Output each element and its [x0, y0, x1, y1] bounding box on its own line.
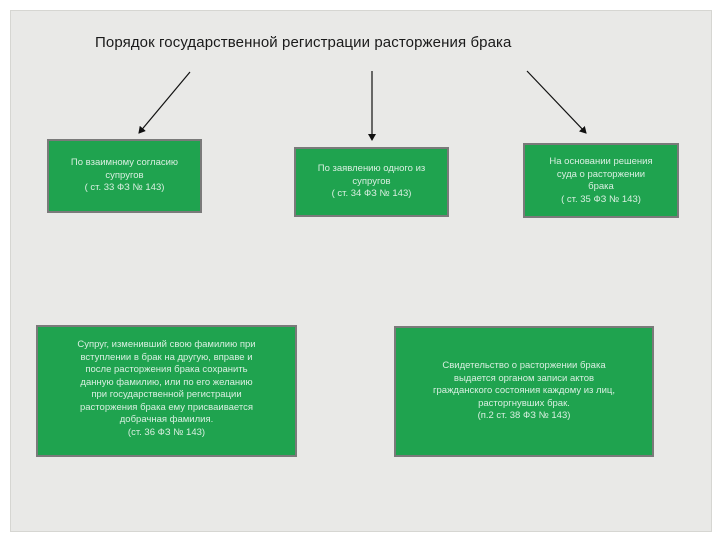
box-text-line: На основании решения — [549, 156, 653, 167]
box-text-line: данную фамилию, или по его желанию — [80, 376, 253, 388]
box-surname-retention: Супруг, изменивший свою фамилию при всту… — [36, 325, 297, 457]
arrow-left — [138, 71, 191, 134]
box-text-line: ( ст. 34 ФЗ № 143) — [331, 188, 412, 199]
box-text-line: суда о расторжении — [556, 168, 646, 180]
box-text-line: брака — [588, 181, 614, 192]
box-text-line: ( ст. 33 ФЗ № 143) — [84, 182, 165, 193]
box-text-line: выдается органом записи актов — [453, 372, 595, 384]
box-text-line: вступлении в брак на другую, вправе и — [80, 351, 253, 363]
box-text-line: (ст. 36 ФЗ № 143) — [127, 426, 206, 438]
box-text-line: супругов — [352, 175, 391, 187]
arrow-right — [526, 70, 587, 134]
box-text-line: расторгнувших брак. — [478, 397, 570, 409]
box-text-line: после расторжения брака сохранить — [85, 364, 248, 375]
box-text-line: По взаимному согласию — [70, 157, 179, 168]
box-text-line: Свидетельство о расторжении брака — [442, 360, 606, 371]
box-one-spouse-application: По заявлению одного из супругов ( ст. 34… — [294, 147, 449, 217]
box-court-decision: На основании решения суда о расторжении … — [523, 143, 679, 218]
box-text-line: Супруг, изменивший свою фамилию при — [77, 339, 256, 350]
box-text-line: По заявлению одного из — [317, 163, 426, 174]
box-text-line: при государственной регистрации — [91, 389, 242, 400]
box-text-line: гражданского состояния каждому из лиц, — [433, 385, 615, 396]
box-text-line: расторжения брака ему присваивается — [79, 401, 254, 413]
diagram-title: Порядок государственной регистрации раст… — [95, 34, 512, 51]
box-mutual-consent: По взаимному согласию супругов ( ст. 33 … — [47, 139, 202, 213]
box-text-line: супругов — [105, 169, 144, 181]
box-divorce-certificate: Свидетельство о расторжении брака выдает… — [394, 326, 654, 457]
box-text-line: добрачная фамилия. — [119, 414, 214, 425]
box-text-line: ( ст. 35 ФЗ № 143) — [561, 193, 641, 205]
box-text-line: (п.2 ст. 38 ФЗ № 143) — [477, 410, 571, 421]
